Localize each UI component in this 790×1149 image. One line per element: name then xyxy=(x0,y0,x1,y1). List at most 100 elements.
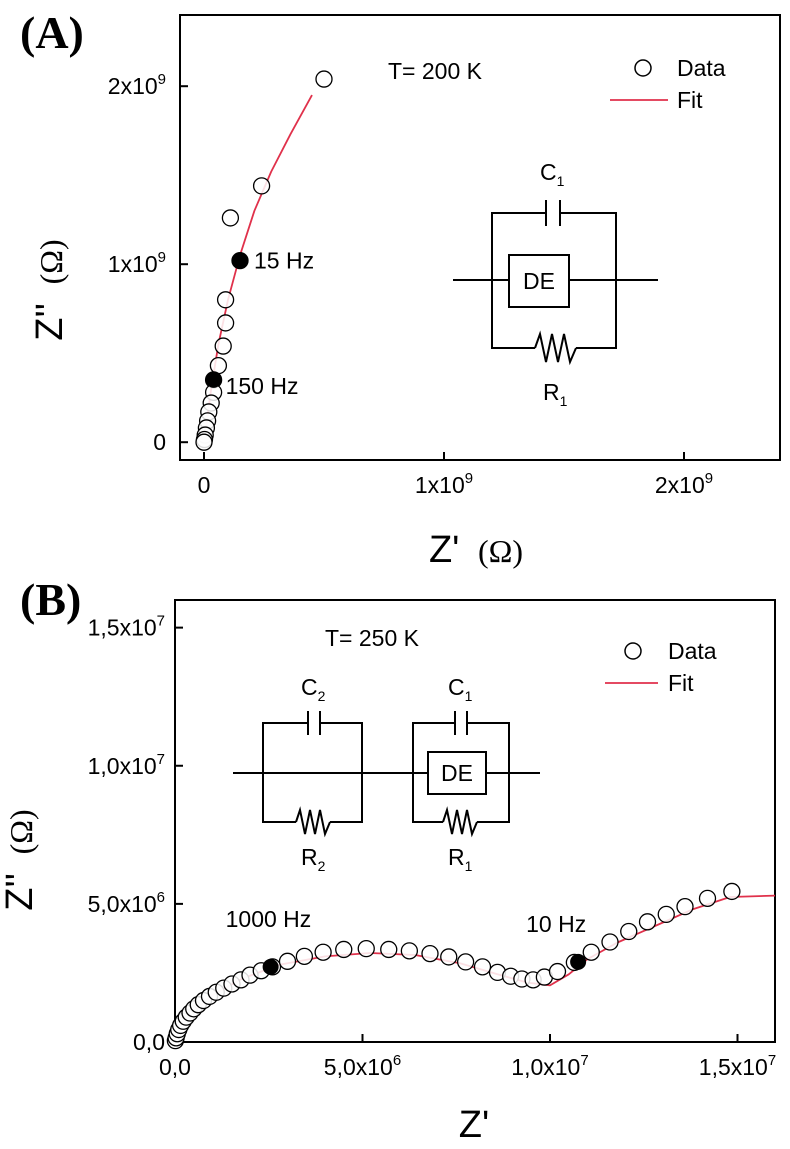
panel-a-y-tick-exp-2: 9 xyxy=(158,71,166,88)
circuit-b-c1-left-wire xyxy=(412,722,455,773)
circuit-a-top-left-wire xyxy=(491,212,546,280)
panel-a-highlight-label-0: 15 Hz xyxy=(254,248,314,274)
panel-a-y-tick-base-2: 2x10 xyxy=(108,73,158,99)
circuit-a-r1-label: R1 xyxy=(543,379,568,409)
circuit-b-r1-right-wire xyxy=(477,773,510,823)
panel-b-data-point-24 xyxy=(380,940,398,959)
panel-a-circuit xyxy=(453,200,658,366)
circuit-b-r1-zigzag xyxy=(442,806,478,838)
panel-a-y-axis-title: Z'' (Ω) xyxy=(29,239,71,340)
panel-b-data-point-29 xyxy=(473,958,492,976)
panel-a-data-point-16 xyxy=(195,433,213,451)
circuit-b-r2-zigzag xyxy=(295,806,331,838)
panel-b-data-point-26 xyxy=(421,944,439,963)
panel-b-y-axis-title: Z'' (Ω) xyxy=(0,809,41,910)
panel-a-y-tick-label-1: 1x109 xyxy=(108,249,166,277)
panel-b-y-tick-exp-2: 7 xyxy=(157,751,165,768)
panel-a-x-tick-label-2: 2x109 xyxy=(655,470,713,498)
panel-a-data-point-1 xyxy=(252,177,271,195)
panel-a-highlight-label-1: 150 Hz xyxy=(226,373,299,399)
panel-b-x-tick-exp-1: 6 xyxy=(393,1052,401,1069)
panel-b-x-tick-exp-3: 7 xyxy=(768,1052,776,1069)
panel-a-data-point-7 xyxy=(209,357,228,375)
panel-b-data-point-42 xyxy=(676,897,694,916)
panel-a-legend-data-marker xyxy=(634,59,652,77)
circuit-a-top-right-wire xyxy=(560,212,617,280)
circuit-a-de-label: DE xyxy=(523,268,555,294)
panel-a-xlabel: Z' xyxy=(429,529,459,571)
panel-a-label: (A) xyxy=(20,7,84,58)
panel-a-y-tick-base-1: 1x10 xyxy=(108,251,158,277)
panel-a-x-tick-base-0: 0 xyxy=(198,472,211,498)
panel-b-y-tick-label-3: 1,5x107 xyxy=(88,613,165,641)
panel-b-highlight-label-0: 1000 Hz xyxy=(226,906,312,932)
panel-a-x-tick-label-1: 1x109 xyxy=(415,470,473,498)
panel-a-frame xyxy=(179,14,781,461)
panel-b-temperature: T= 250 K xyxy=(325,625,420,651)
circuit-a-bottom-right-wire xyxy=(576,280,617,349)
panel-b-ylabel: Z'' xyxy=(0,873,41,911)
panel-b-data-point-28 xyxy=(456,953,475,971)
circuit-a-c1-label: C1 xyxy=(540,159,565,189)
panel-b-data-point-20 xyxy=(295,947,314,966)
panel-a-x-tick-label-0: 0 xyxy=(198,472,211,498)
panel-b-ylabel-unit: (Ω) xyxy=(3,809,39,854)
panel-a-x-tick-base-1: 1x10 xyxy=(415,472,465,498)
circuit-b-c1-right-wire xyxy=(467,722,510,773)
panel-b-x-tick-label-3: 1,5x107 xyxy=(699,1052,776,1080)
panel-a-x-tick-exp-1: 9 xyxy=(465,470,473,487)
panel-b-x-tick-label-0: 0,0 xyxy=(159,1054,191,1080)
panel-a-y-tick-exp-1: 9 xyxy=(158,249,166,266)
panel-b-x-tick-base-1: 5,0x10 xyxy=(324,1054,393,1080)
panel-b-data-point-40 xyxy=(638,913,657,931)
panel-a-ylabel: Z'' xyxy=(29,303,71,341)
panel-a-temperature: T= 200 K xyxy=(388,58,483,84)
panel-b-y-tick-base-1: 5,0x10 xyxy=(88,891,157,917)
panel-b-data-point-27 xyxy=(440,948,458,966)
panel-b-x-tick-exp-2: 7 xyxy=(580,1052,588,1069)
panel-b-data-point-37 xyxy=(582,943,600,961)
panel-b-circuit xyxy=(233,711,540,838)
panel-a-data-point-6 xyxy=(214,337,232,355)
panel-b-frame xyxy=(174,599,776,1043)
panel-b-y-tick-base-3: 1,5x10 xyxy=(88,615,157,641)
circuit-b-r2-right-wire xyxy=(330,773,363,823)
svg-text:Z'' (Ω): Z'' (Ω) xyxy=(29,239,71,340)
panel-a-xlabel-unit: (Ω) xyxy=(478,533,523,569)
panel-b-data-point-43 xyxy=(698,889,717,907)
panel-b-highlight-point-1 xyxy=(570,953,587,970)
panel-a-y-tick-label-0: 0 xyxy=(153,429,166,455)
panel-a-legend-data-label: Data xyxy=(677,55,726,81)
panel-b-data-point-44 xyxy=(723,882,741,901)
circuit-b-r2-left-wire xyxy=(262,773,296,823)
panel-b-xlabel: Z' xyxy=(459,1104,489,1146)
svg-text:Z'' (Ω): Z'' (Ω) xyxy=(0,809,41,910)
panel-b-x-tick-base-2: 1,0x10 xyxy=(511,1054,580,1080)
panel-b-data-point-21 xyxy=(314,943,332,961)
panel-b-y-tick-label-0: 0,0 xyxy=(133,1029,165,1055)
circuit-a-de-box xyxy=(508,254,570,308)
panel-b-data-point-19 xyxy=(278,952,297,970)
panel-a-highlight-point-0 xyxy=(232,252,248,269)
panel-b-legend-data-label: Data xyxy=(668,638,717,664)
panel-a-data-point-4 xyxy=(216,291,235,309)
panel-b-label: (B) xyxy=(20,574,81,625)
circuit-a-r1-zigzag xyxy=(534,330,577,366)
circuit-b-r2-label: R2 xyxy=(301,844,326,874)
circuit-b-c1-label: C1 xyxy=(448,674,473,704)
panel-a-x-tick-exp-2: 9 xyxy=(705,470,713,487)
panel-b-y-tick-exp-3: 7 xyxy=(157,613,165,630)
panel-b-y-tick-exp-1: 6 xyxy=(157,889,165,906)
panel-a-data-point-2 xyxy=(221,209,240,227)
panel-b-x-tick-base-3: 1,5x10 xyxy=(699,1054,768,1080)
panel-b-x-tick-label-1: 5,0x106 xyxy=(324,1052,401,1080)
panel-a-data-point-5 xyxy=(216,314,235,332)
panel-a-legend-fit-label: Fit xyxy=(677,87,703,113)
panel-b-data-point-23 xyxy=(357,939,375,958)
panel-b-y-tick-label-1: 5,0x106 xyxy=(88,889,165,917)
